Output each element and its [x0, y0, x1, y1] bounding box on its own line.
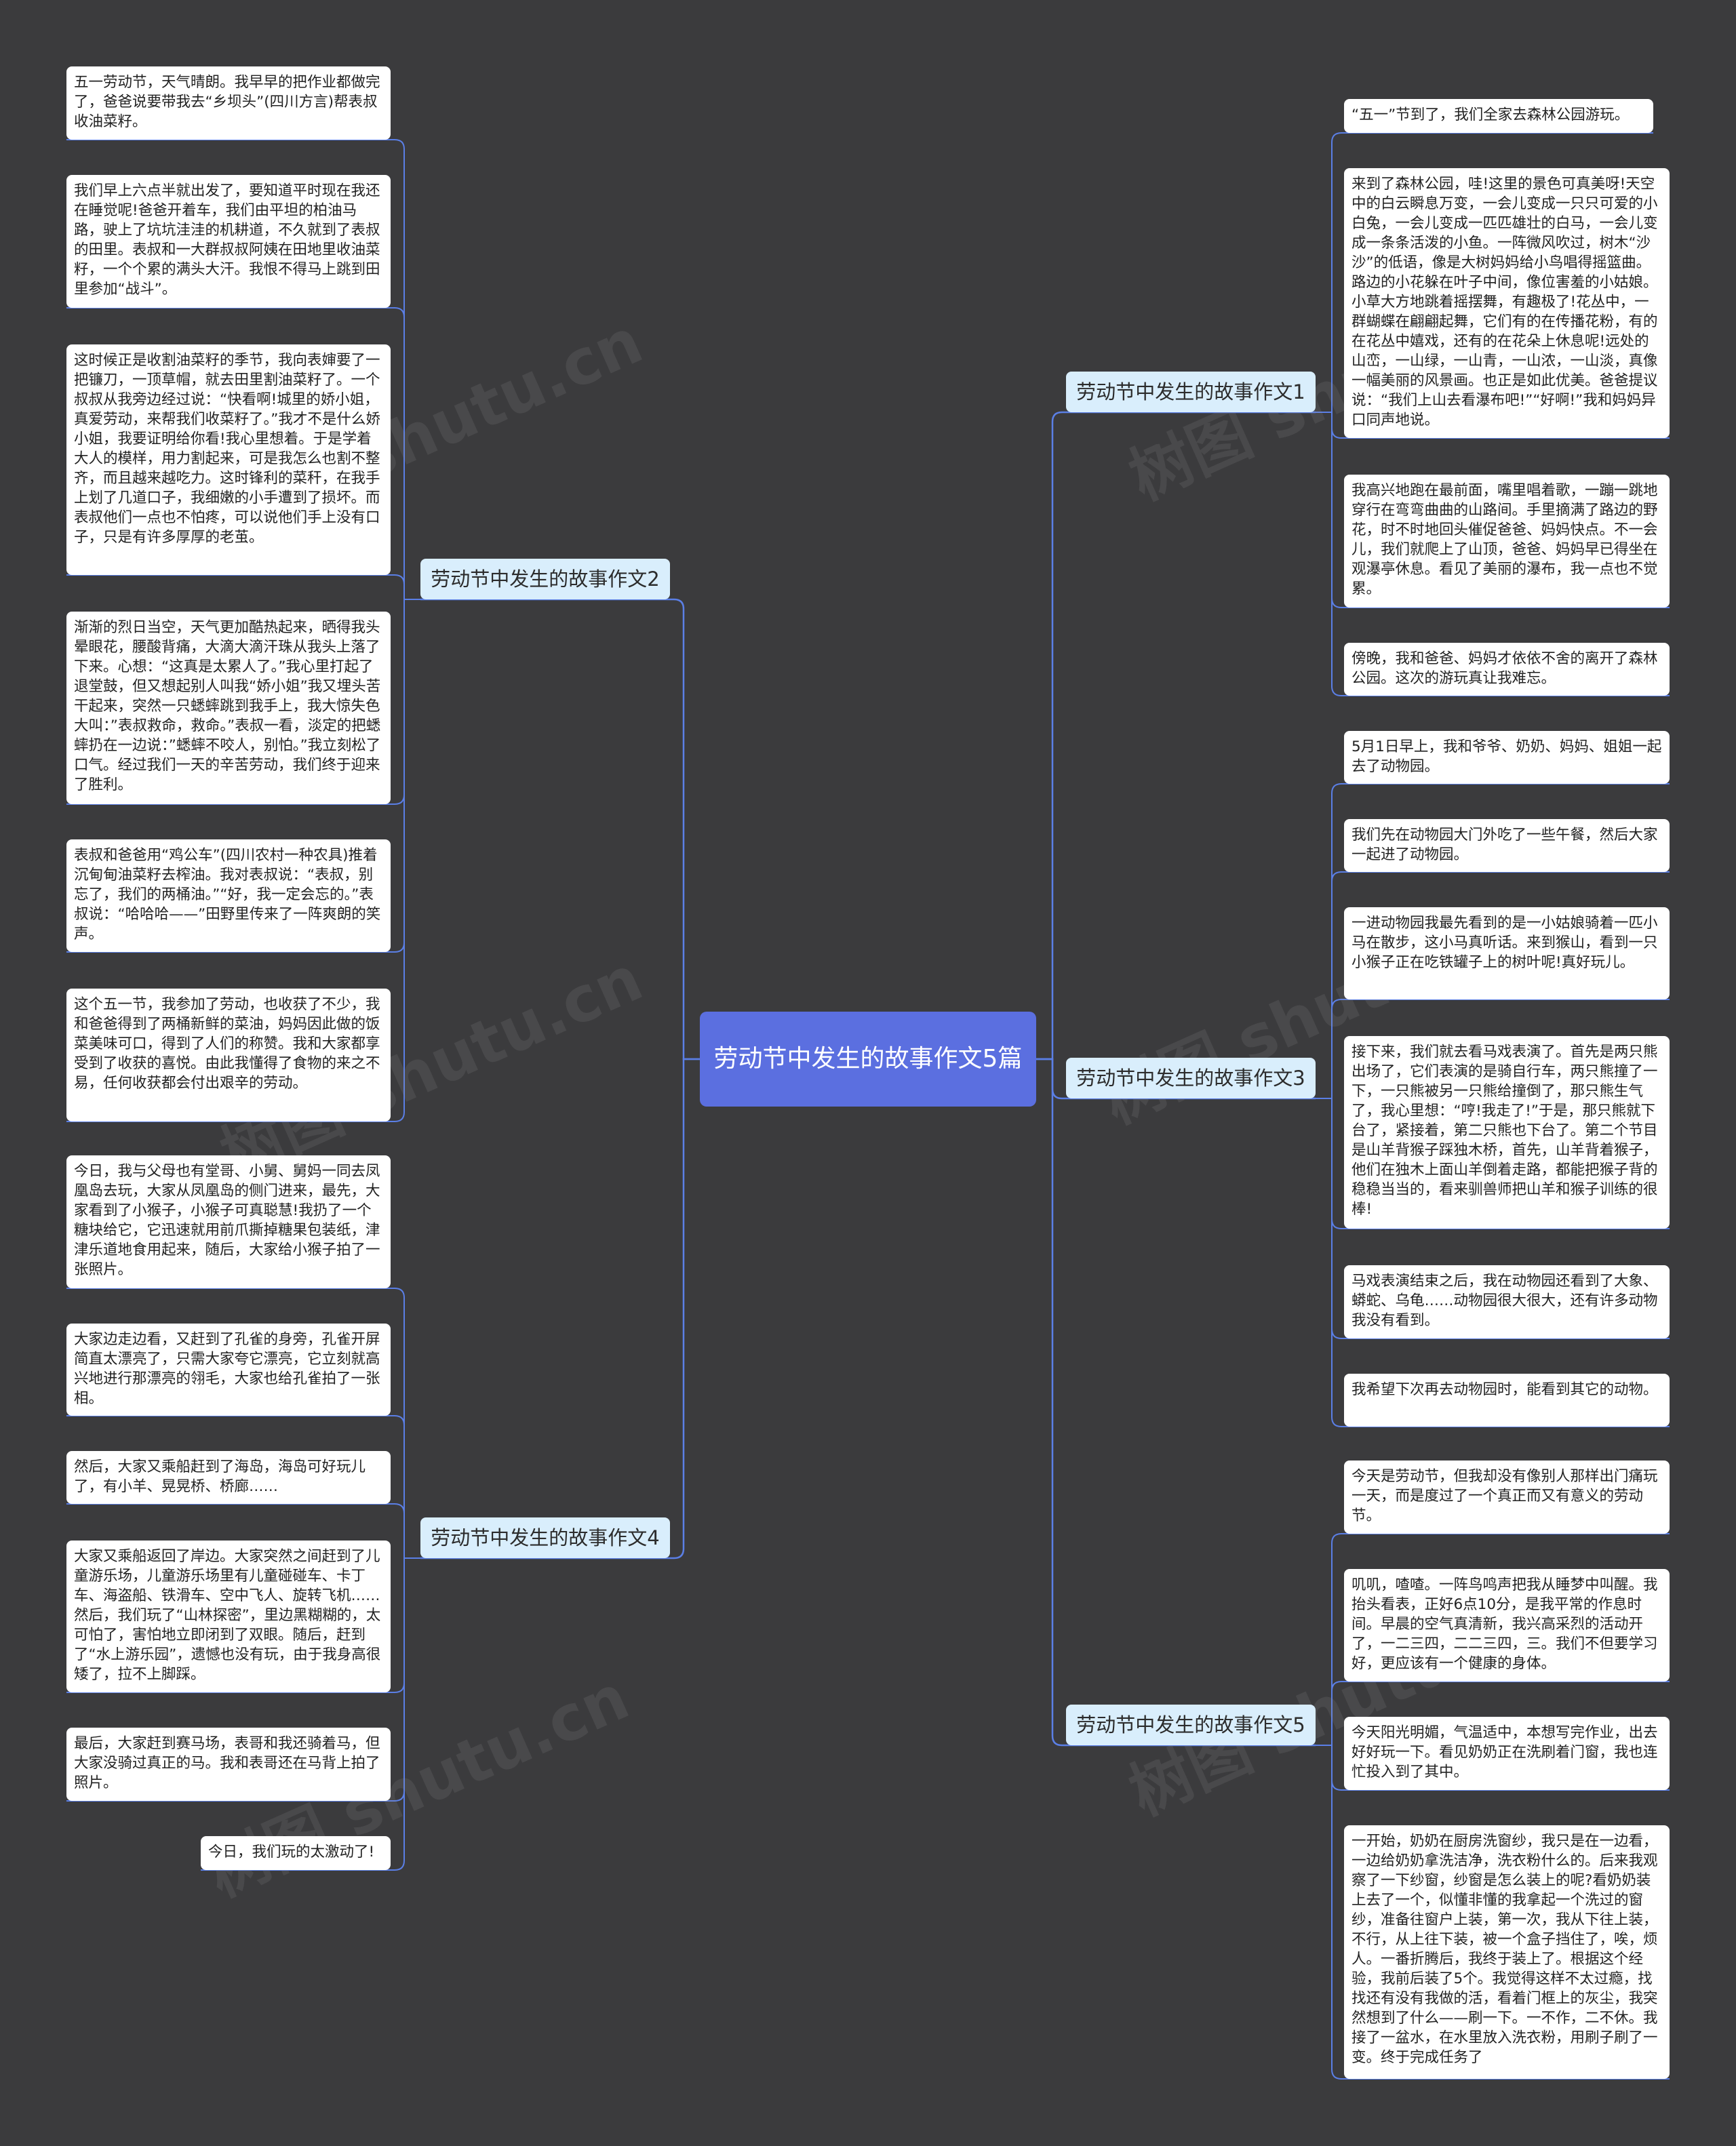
leaf-4-2[interactable]: 大家边走边看，又赶到了孔雀的身旁，孔雀开屏简直太漂亮了，只需大家夸它漂亮，它立刻…	[66, 1324, 391, 1416]
connector-line	[391, 307, 405, 599]
leaf-2-1[interactable]: 五一劳动节，天气晴朗。我早早的把作业都做完了，爸爸说要带我去“乡坝头”(四川方言…	[66, 66, 391, 140]
leaf-2-4[interactable]: 渐渐的烈日当空，天气更加酷热起来，晒得我头晕眼花，腰酸背痛，大滴大滴汗珠从我头上…	[66, 612, 391, 804]
leaf-1-1[interactable]: “五一”节到了，我们全家去森林公园游玩。	[1344, 99, 1653, 133]
connector-line	[391, 1558, 405, 1871]
connector-line	[391, 1503, 405, 1558]
connector-line	[1331, 1745, 1344, 1791]
connector-line	[1331, 871, 1344, 1098]
connector-line	[1331, 783, 1344, 1098]
connector-line	[391, 139, 405, 599]
connector-line	[391, 599, 405, 805]
leaf-4-6[interactable]: 今日，我们玩的太激动了!	[201, 1836, 391, 1870]
leaf-4-1[interactable]: 今日，我与父母也有堂哥、小舅、舅妈一同去凤凰岛去玩，大家从凤凰岛的侧门进来，最先…	[66, 1155, 391, 1288]
leaf-4-4[interactable]: 大家又乘船返回了岸边。大家突然之间赶到了儿童游乐场，儿童游乐场里有儿童碰碰车、卡…	[66, 1541, 391, 1692]
leaf-5-1[interactable]: 今天是劳动节，但我却没有像别人那样出门痛玩一天，而是度过了一个真正而又有意义的劳…	[1344, 1461, 1670, 1534]
connector-line	[1036, 1058, 1066, 1100]
leaf-2-6[interactable]: 这个五一节，我参加了劳动，也收获了不少，我和爸爸得到了两桶新鲜的菜油，妈妈因此做…	[66, 989, 391, 1121]
connector-line	[1331, 412, 1344, 608]
leaf-1-2[interactable]: 来到了森林公园，哇!这里的景色可真美呀!天空中的白云瞬息万变，一会儿变成一只只可…	[1344, 168, 1670, 438]
branch-topic-1[interactable]: 劳动节中发生的故事作文1	[1066, 372, 1316, 412]
connector-line	[1331, 1098, 1344, 1229]
leaf-1-4[interactable]: 傍晚，我和爸爸、妈妈才依依不舍的离开了森林公园。这次的游玩真让我难忘。	[1344, 643, 1670, 696]
connector-line	[1331, 412, 1344, 439]
central-topic[interactable]: 劳动节中发生的故事作文5篇	[700, 1012, 1036, 1107]
connector-line	[670, 1058, 700, 1559]
leaf-3-3[interactable]: 一进动物园我最先看到的是一小姑娘骑着一匹小马在散步，这小马真听话。来到猴山，看到…	[1344, 907, 1670, 999]
leaf-4-5[interactable]: 最后，大家赶到赛马场，表哥和我还骑着马，但大家没骑过真正的马。我和表哥还在马背上…	[66, 1728, 391, 1801]
connector-line	[391, 1558, 405, 1802]
branch-topic-3[interactable]: 劳动节中发生的故事作文3	[1066, 1058, 1316, 1098]
connector-line	[670, 598, 700, 1060]
connector-line	[1331, 999, 1344, 1098]
connector-line	[391, 599, 405, 953]
leaf-3-6[interactable]: 我希望下次再去动物园时，能看到其它的动物。	[1344, 1374, 1670, 1427]
leaf-5-2[interactable]: 叽叽，喳喳。一阵鸟鸣声把我从睡梦中叫醒。我抬头看表，正好6点10分，是我平常的作…	[1344, 1569, 1670, 1682]
branch-topic-2[interactable]: 劳动节中发生的故事作文2	[420, 559, 670, 599]
connector-line	[391, 599, 405, 1122]
branch-topic-4[interactable]: 劳动节中发生的故事作文4	[420, 1517, 670, 1558]
connector-line	[1331, 412, 1344, 696]
leaf-2-3[interactable]: 这时候正是收割油菜籽的季节，我向表婶要了一把镰刀，一顶草帽，就去田里割油菜籽了。…	[66, 344, 391, 575]
connector-line	[1331, 1533, 1344, 1745]
connector-line	[1036, 411, 1066, 1060]
connector-line	[391, 1288, 405, 1558]
connector-line	[1331, 1098, 1344, 1427]
connector-line	[391, 574, 405, 599]
connector-line	[391, 1558, 405, 1693]
connector-line	[1036, 1058, 1066, 1747]
connector-line	[1331, 1681, 1344, 1745]
leaf-5-4[interactable]: 一开始，奶奶在厨房洗窗纱，我只是在一边看，一边给奶奶拿洗洁净，洗衣粉什么的。后来…	[1344, 1825, 1670, 2079]
leaf-3-2[interactable]: 我们先在动物园大门外吃了一些午餐，然后大家一起进了动物园。	[1344, 819, 1670, 872]
connector-line	[1331, 1098, 1344, 1339]
leaf-2-5[interactable]: 表叔和爸爸用“鸡公车”(四川农村一种农具)推着沉甸甸油菜籽去榨油。我对表叔说：“…	[66, 839, 391, 952]
leaf-5-3[interactable]: 今天阳光明媚，气温适中，本想写完作业，出去好好玩一下。看见奶奶正在洗刷着门窗，我…	[1344, 1717, 1670, 1790]
connector-line	[1331, 1745, 1344, 2080]
connector-line	[1331, 132, 1344, 412]
leaf-3-5[interactable]: 马戏表演结束之后，我在动物园还看到了大象、蟒蛇、乌龟……动物园很大很大，还有许多…	[1344, 1265, 1670, 1338]
leaf-3-4[interactable]: 接下来，我们就去看马戏表演了。首先是两只熊出场了，它们表演的是骑自行车，两只熊撞…	[1344, 1036, 1670, 1229]
branch-topic-5[interactable]: 劳动节中发生的故事作文5	[1066, 1705, 1316, 1745]
leaf-3-1[interactable]: 5月1日早上，我和爷爷、奶奶、妈妈、姐姐一起去了动物园。	[1344, 731, 1670, 784]
leaf-2-2[interactable]: 我们早上六点半就出发了，要知道平时现在我还在睡觉呢!爸爸开着车，我们由平坦的柏油…	[66, 175, 391, 308]
leaf-4-3[interactable]: 然后，大家又乘船赶到了海岛，海岛可好玩儿了，有小羊、晃晃桥、桥廊……	[66, 1451, 391, 1504]
leaf-1-3[interactable]: 我高兴地跑在最前面，嘴里唱着歌，一蹦一跳地穿行在弯弯曲曲的山路间。手里摘满了路边…	[1344, 475, 1670, 608]
connector-line	[391, 1415, 405, 1558]
